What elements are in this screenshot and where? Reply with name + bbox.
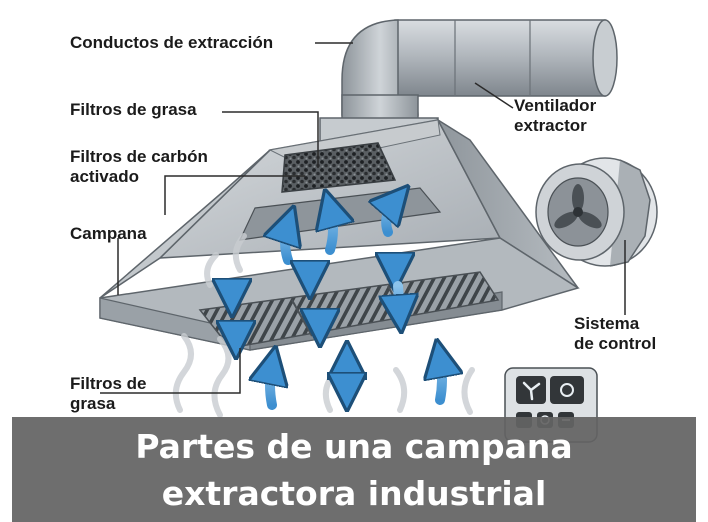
diagram-title: Partes de una campana extractora industr… [135, 427, 573, 513]
label-grease-filters-bottom: Filtros de grasa [70, 374, 147, 413]
label-carbon-filters: Filtros de carbón activado [70, 147, 208, 186]
extractor-fan [535, 157, 658, 267]
label-grease-filters-top: Filtros de grasa [70, 100, 197, 119]
airflow-down-arrow [398, 281, 400, 314]
airflow-up-arrow [440, 358, 442, 405]
airflow-up-arrow [386, 200, 396, 237]
airflow-up-arrow [330, 208, 333, 255]
label-control: Sistema de control [574, 314, 657, 353]
airflow-arrows [232, 200, 442, 405]
extraction-duct [341, 19, 618, 128]
leader-lines [100, 42, 626, 394]
light-icon [550, 376, 584, 404]
label-ducts: Conductos de extracción [70, 33, 274, 52]
airflow-up-arrow [270, 365, 272, 410]
airflow-up-arrow [285, 224, 288, 265]
label-fan: Ventilador extractor [514, 96, 597, 135]
fan-icon [554, 184, 602, 229]
title-banner: Partes de una campana extractora industr… [12, 417, 696, 522]
carbon-filter [281, 142, 397, 193]
label-hood: Campana [70, 224, 147, 243]
